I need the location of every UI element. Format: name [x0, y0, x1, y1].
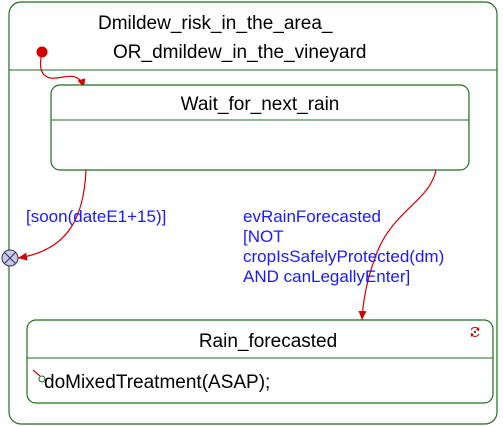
- wait-for-next-rain-state[interactable]: Wait_for_next_rain: [50, 84, 470, 171]
- exit-point[interactable]: [1, 249, 19, 267]
- forecast-guard-line2: cropIsSafelyProtected(dm): [243, 247, 444, 266]
- initial-transition[interactable]: [39, 51, 86, 89]
- forecast-event-label: evRainForecasted: [243, 207, 381, 226]
- entry-action-icon: [32, 369, 46, 383]
- exit-point-cross-b: [4, 252, 16, 264]
- rain-state-entry-action: doMixedTreatment(ASAP);: [44, 372, 270, 393]
- cycle-icon: [470, 327, 480, 337]
- wait-state-name: Wait_for_next_rain: [181, 94, 340, 115]
- outer-state-name-line2: OR_dmildew_in_the_vineyard: [113, 42, 366, 63]
- outer-state-name-line1: Dmildew_risk_in_the_area_: [98, 13, 333, 34]
- forecast-guard-line3: AND canLegallyEnter]: [243, 267, 410, 286]
- rain-forecast-transition[interactable]: [358, 169, 437, 321]
- rain-state-border: [26, 319, 494, 404]
- rain-forecasted-state[interactable]: Rain_forecasted doMixedTreatment(ASAP);: [26, 319, 494, 404]
- forecast-guard-line1: [NOT: [243, 227, 284, 246]
- timeout-guard-label[interactable]: [soon(dateE1+15)]: [26, 207, 166, 226]
- rain-state-name: Rain_forecasted: [199, 331, 337, 352]
- rain-forecast-label[interactable]: evRainForecasted [NOT cropIsSafelyProtec…: [243, 207, 444, 286]
- wait-state-border: [50, 84, 470, 171]
- timeout-transition[interactable]: [17, 169, 87, 261]
